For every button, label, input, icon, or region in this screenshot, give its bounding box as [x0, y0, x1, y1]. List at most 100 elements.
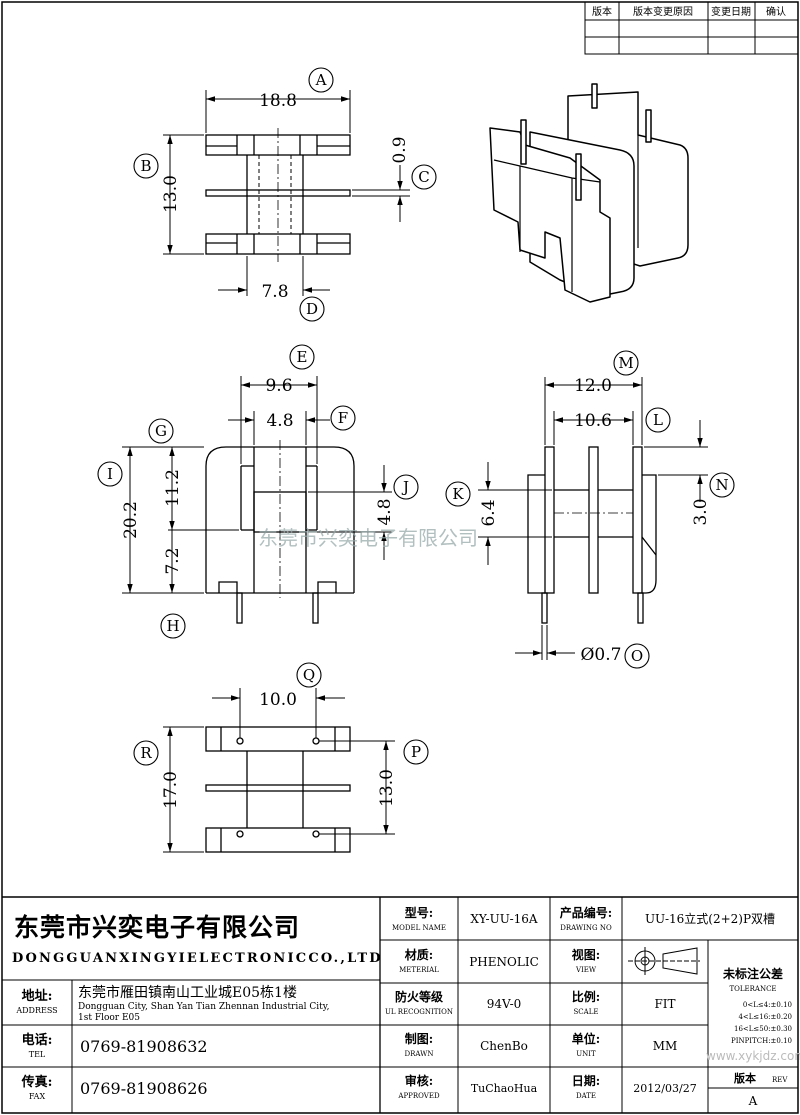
tel-label-en: TEL	[29, 1050, 46, 1059]
callout-R: R	[140, 744, 152, 762]
dim-P-text: 13.0	[377, 769, 397, 807]
fax-value: 0769-81908626	[80, 1079, 208, 1098]
approved-label-en: APPROVED	[397, 1092, 440, 1100]
callout-G: G	[155, 422, 167, 440]
callout-A: A	[315, 71, 327, 89]
watermark-url: www.xykjdz.com	[706, 1049, 800, 1063]
view-label-cn: 视图:	[572, 947, 600, 962]
address-label-cn: 地址:	[22, 988, 53, 1004]
callout-N: N	[715, 476, 728, 494]
approved-value: TuChaoHua	[471, 1082, 538, 1095]
date-label-en: DATE	[576, 1092, 596, 1100]
model-label-cn: 型号:	[405, 905, 433, 920]
dim-K-text: 6.4	[479, 499, 499, 526]
callout-O: O	[631, 647, 643, 665]
rev-header-version: 版本	[592, 5, 612, 18]
tolerance-title-en: TOLERANCE	[729, 985, 776, 993]
revision-table	[584, 1, 799, 55]
dim-C-text: 0.9	[390, 136, 410, 163]
title-block-grid	[2, 896, 798, 1113]
drawn-label-en: DRAWN	[405, 1050, 434, 1058]
tel-value: 0769-81908632	[80, 1037, 208, 1056]
dim-J-text: 4.8	[375, 498, 395, 525]
callout-H: H	[166, 617, 179, 635]
side-view	[527, 446, 657, 624]
drawn-label-cn: 制图:	[405, 1031, 433, 1046]
callout-L: L	[653, 411, 663, 429]
dim-G-text: 11.2	[163, 469, 183, 507]
date-label-cn: 日期:	[572, 1073, 600, 1088]
isometric-view	[489, 83, 689, 303]
fire-label-en: UL RECOGNITION	[385, 1008, 453, 1016]
callout-P: P	[411, 743, 421, 761]
tolerance-row-1: 0<L≤4:±0.10	[743, 1001, 792, 1009]
fire-value: 94V-0	[487, 997, 522, 1011]
callout-J: J	[401, 478, 409, 496]
fax-label-en: FAX	[29, 1092, 46, 1101]
rev-header-reason: 版本变更原因	[633, 5, 693, 18]
model-value: XY-UU-16A	[470, 912, 538, 926]
model-label-en: MODEL NAME	[392, 924, 446, 932]
scale-label-cn: 比例:	[572, 989, 600, 1004]
address-value-cn: 东莞市雁田镇南山工业城E05栋1楼	[78, 984, 297, 1001]
dim-O-text: Ø0.7	[581, 645, 622, 665]
callout-I: I	[107, 465, 113, 483]
rev-label-en: REV	[772, 1076, 788, 1084]
callout-F: F	[338, 409, 348, 427]
tolerance-row-4: PINPITCH:±0.10	[731, 1037, 792, 1045]
scale-value: FIT	[654, 997, 675, 1011]
approved-label-cn: 审核:	[405, 1073, 433, 1088]
address-label-en: ADDRESS	[15, 1006, 57, 1015]
drawing-no-label-cn: 产品编号:	[560, 905, 612, 920]
dim-L-text: 10.6	[574, 411, 612, 431]
dim-A-text: 18.8	[259, 91, 297, 111]
callout-D: D	[306, 300, 318, 318]
unit-label-en: UNIT	[576, 1050, 596, 1058]
rev-label-cn: 版本	[734, 1071, 756, 1085]
dim-B-text: 13.0	[161, 175, 181, 213]
bottom-view-dimensions	[163, 688, 395, 853]
dim-N-text: 3.0	[691, 498, 711, 525]
top-view-dimensions	[163, 90, 410, 296]
side-view-dimensions	[478, 377, 708, 660]
dim-I-text: 20.2	[121, 501, 141, 539]
front-view-dimensions	[122, 376, 392, 594]
drawn-value: ChenBo	[480, 1039, 528, 1053]
unit-label-cn: 单位:	[572, 1031, 600, 1046]
address-value-en-2: 1st Floor E05	[78, 1013, 140, 1023]
callout-K: K	[452, 485, 464, 503]
dim-E-text: 9.6	[265, 376, 292, 396]
front-view	[205, 440, 355, 624]
date-value: 2012/03/27	[633, 1082, 696, 1095]
callout-Q: Q	[303, 666, 315, 684]
tolerance-row-2: 4<L≤16:±0.20	[738, 1013, 792, 1021]
fax-label-cn: 传真:	[21, 1074, 53, 1090]
material-value: PHENOLIC	[469, 955, 539, 969]
rev-header-confirm: 确认	[766, 5, 786, 18]
address-value-en-1: Dongguan City, Shan Yan Tian Zhennan Ind…	[78, 1002, 329, 1012]
company-name-en: DONGGUANXINGYIELECTRONICCO.,LTD	[12, 951, 383, 966]
company-name-cn: 东莞市兴奕电子有限公司	[14, 913, 300, 942]
callout-M: M	[618, 354, 633, 372]
rev-value: A	[748, 1094, 758, 1108]
fire-label-cn: 防火等级	[395, 989, 443, 1004]
drawing-no-value: UU-16立式(2+2)P双槽	[645, 911, 775, 926]
dim-R-text: 17.0	[161, 771, 181, 809]
callout-circles	[97, 67, 735, 766]
dim-M-text: 12.0	[574, 376, 612, 396]
top-view	[205, 128, 351, 262]
dim-H-text: 7.2	[163, 547, 183, 574]
view-label-en: VIEW	[575, 966, 597, 974]
rev-header-date: 变更日期	[711, 5, 751, 18]
tel-label-cn: 电话:	[22, 1032, 53, 1048]
scale-label-en: SCALE	[574, 1008, 599, 1016]
dim-F-text: 4.8	[266, 411, 293, 431]
bottom-view	[205, 726, 351, 853]
drawing-no-label-en: DRAWING NO	[560, 924, 612, 932]
projection-symbol-icon	[628, 947, 700, 975]
material-label-cn: 材质:	[404, 947, 433, 962]
tolerance-title-cn: 未标注公差	[722, 966, 783, 981]
dim-Q-text: 10.0	[259, 690, 297, 710]
